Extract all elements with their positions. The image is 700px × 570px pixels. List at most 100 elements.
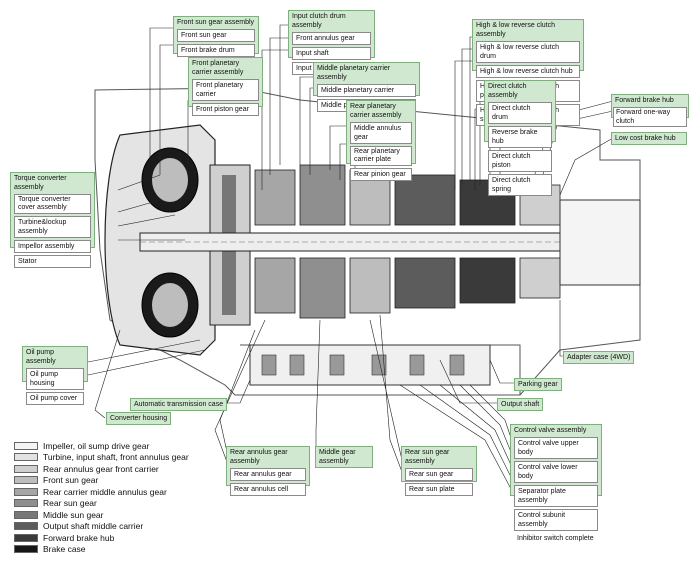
legend-label: Rear annulus gear front carrier — [43, 463, 159, 474]
legend-item: Front sun gear — [14, 475, 189, 487]
callout-title: Direct clutch assembly — [488, 83, 527, 99]
callout-title: Rear sun gear assembly — [405, 449, 450, 465]
legend-item: Turbine, input shaft, front annulus gear — [14, 452, 189, 464]
legend-label: Output shaft middle carrier — [43, 521, 144, 532]
callout-item: Oil pump housing — [26, 368, 84, 390]
callout-item: Input shaft — [292, 47, 371, 60]
legend-item: Output shaft middle carrier — [14, 521, 189, 533]
legend-swatch — [14, 545, 38, 554]
callout-item: Impellor assembly — [14, 240, 91, 253]
legend-label: Brake case — [43, 544, 86, 555]
callout-item: Control valve upper body — [514, 437, 598, 459]
label-output-shaft: Output shaft — [497, 398, 544, 411]
callout-item: Rear annulus gear assembly — [230, 468, 306, 481]
legend-swatch — [14, 533, 38, 542]
legend-swatch — [14, 441, 38, 450]
callout-title: Rear annulus gear assembly — [230, 449, 288, 465]
callout-item: Rear sun plate — [405, 483, 473, 496]
callout-item: Middle annulus gear — [350, 122, 412, 144]
callout-item: Control valve lower body — [514, 461, 598, 483]
legend-item: Forward brake hub — [14, 532, 189, 544]
legend-label: Middle sun gear — [43, 509, 104, 520]
legend-swatch — [14, 453, 38, 462]
legend-item: Rear annulus gear front carrier — [14, 463, 189, 475]
callout-rear-annulus: Rear annulus gear assembly Rear annulus … — [226, 446, 310, 496]
callout-forward-brake-hub: Forward brake hub Forward one-way clutch — [611, 94, 689, 127]
callout-item: Reverse brake hub — [488, 126, 552, 148]
legend-swatch — [14, 499, 38, 508]
callout-oil-pump: Oil pump assembly Oil pump housing Oil p… — [22, 346, 88, 405]
gearset-lower — [254, 257, 561, 319]
callout-item: Rear planetary carrier plate — [350, 146, 412, 166]
label-parking-gear: Parking gear — [514, 378, 562, 391]
legend-item: Brake case — [14, 544, 189, 556]
callout-item: High & low reverse clutch hub — [476, 65, 580, 78]
callout-direct-clutch: Direct clutch assembly Direct clutch dru… — [484, 80, 556, 196]
callout-title: Middle planetary carrier assembly — [317, 65, 391, 81]
callout-item: Rear sun gear — [405, 468, 473, 481]
callout-item: Front sun gear — [177, 29, 255, 42]
callout-item: Front planetary carrier — [192, 79, 259, 101]
callout-rear-planetary: Rear planetary carrier assembly Middle a… — [346, 100, 416, 181]
legend-label: Turbine, input shaft, front annulus gear — [43, 452, 189, 463]
label-low-coast-brake-hub: Low cost brake hub — [611, 132, 687, 145]
legend-swatch — [14, 487, 38, 496]
callout-title: Torque converter assembly — [14, 175, 67, 191]
legend-label: Rear carrier middle annulus gear — [43, 486, 167, 497]
callout-item: Inhibitor switch complete — [517, 535, 594, 542]
callout-title: Front planetary carrier assembly — [192, 60, 244, 76]
callout-high-low-reverse: High & low reverse clutch assembly High … — [472, 19, 584, 126]
callout-item: Oil pump cover — [26, 392, 84, 405]
callout-item: Direct clutch piston — [488, 150, 552, 172]
callout-item: Control subunit assembly — [514, 509, 598, 531]
legend-item: Rear carrier middle annulus gear — [14, 486, 189, 498]
callout-rear-sun-gear: Rear sun gear assembly Rear sun gear Rea… — [401, 446, 477, 496]
label-middle-gear-assembly: Middle gear assembly — [315, 446, 373, 468]
callout-item: Turbine&lockup assembly — [14, 216, 91, 238]
legend-item: Middle sun gear — [14, 509, 189, 521]
callout-title: High & low reverse clutch assembly — [476, 22, 555, 38]
legend-label: Impeller, oil sump drive gear — [43, 440, 150, 451]
callout-item: Separator plate assembly — [514, 485, 598, 507]
label-adapter-case: Adapter case (4WD) — [563, 351, 635, 364]
callout-title: Rear planetary carrier assembly — [350, 103, 402, 119]
legend-label: Rear sun gear — [43, 498, 97, 509]
callout-item: Middle planetary carrier — [317, 84, 416, 97]
callout-front-planetary: Front planetary carrier assembly Front p… — [188, 57, 263, 116]
callout-item: Direct clutch drum — [488, 102, 552, 124]
callout-item: Forward one-way clutch — [613, 107, 687, 127]
callout-title: Oil pump assembly — [26, 349, 56, 365]
callout-item: Front brake drum — [177, 44, 255, 57]
callout-control-valve: Control valve assembly Control valve upp… — [510, 424, 602, 542]
callout-item: Front annulus gear — [292, 32, 371, 45]
callout-title: Front sun gear assembly — [177, 19, 255, 26]
legend-label: Front sun gear — [43, 475, 99, 486]
legend-swatch — [14, 464, 38, 473]
callout-item: High & low reverse clutch drum — [476, 41, 580, 63]
label-converter-housing: Converter housing — [106, 412, 172, 425]
legend-swatch — [14, 476, 38, 485]
callout-front-sun-gear: Front sun gear assembly Front sun gear F… — [173, 16, 259, 57]
legend-item: Rear sun gear — [14, 498, 189, 510]
callout-title: Input clutch drum assembly — [292, 13, 346, 29]
callout-middle-planetary: Middle planetary carrier assembly Middle… — [313, 62, 420, 112]
callout-torque-converter: Torque converter assembly Torque convert… — [10, 172, 95, 268]
callout-item: Rear annulus cell — [230, 483, 306, 496]
callout-title: Control valve assembly — [514, 427, 587, 434]
legend-swatch — [14, 522, 38, 531]
legend-label: Forward brake hub — [43, 532, 115, 543]
callout-input-clutch-drum: Input clutch drum assembly Front annulus… — [288, 10, 375, 75]
callout-item: Torque converter cover assembly — [14, 194, 91, 214]
callout-item: Direct clutch spring — [488, 174, 552, 196]
legend-swatch — [14, 510, 38, 519]
callout-item: Rear pinion gear — [350, 168, 412, 181]
callout-title: Forward brake hub — [615, 97, 674, 104]
label-automatic-transmission-case: Automatic transmission case — [130, 398, 228, 411]
callout-item: Front piston gear — [192, 103, 259, 116]
legend-item: Impeller, oil sump drive gear — [14, 440, 189, 452]
callout-item: Stator — [14, 255, 91, 268]
rear-extension — [559, 199, 641, 286]
